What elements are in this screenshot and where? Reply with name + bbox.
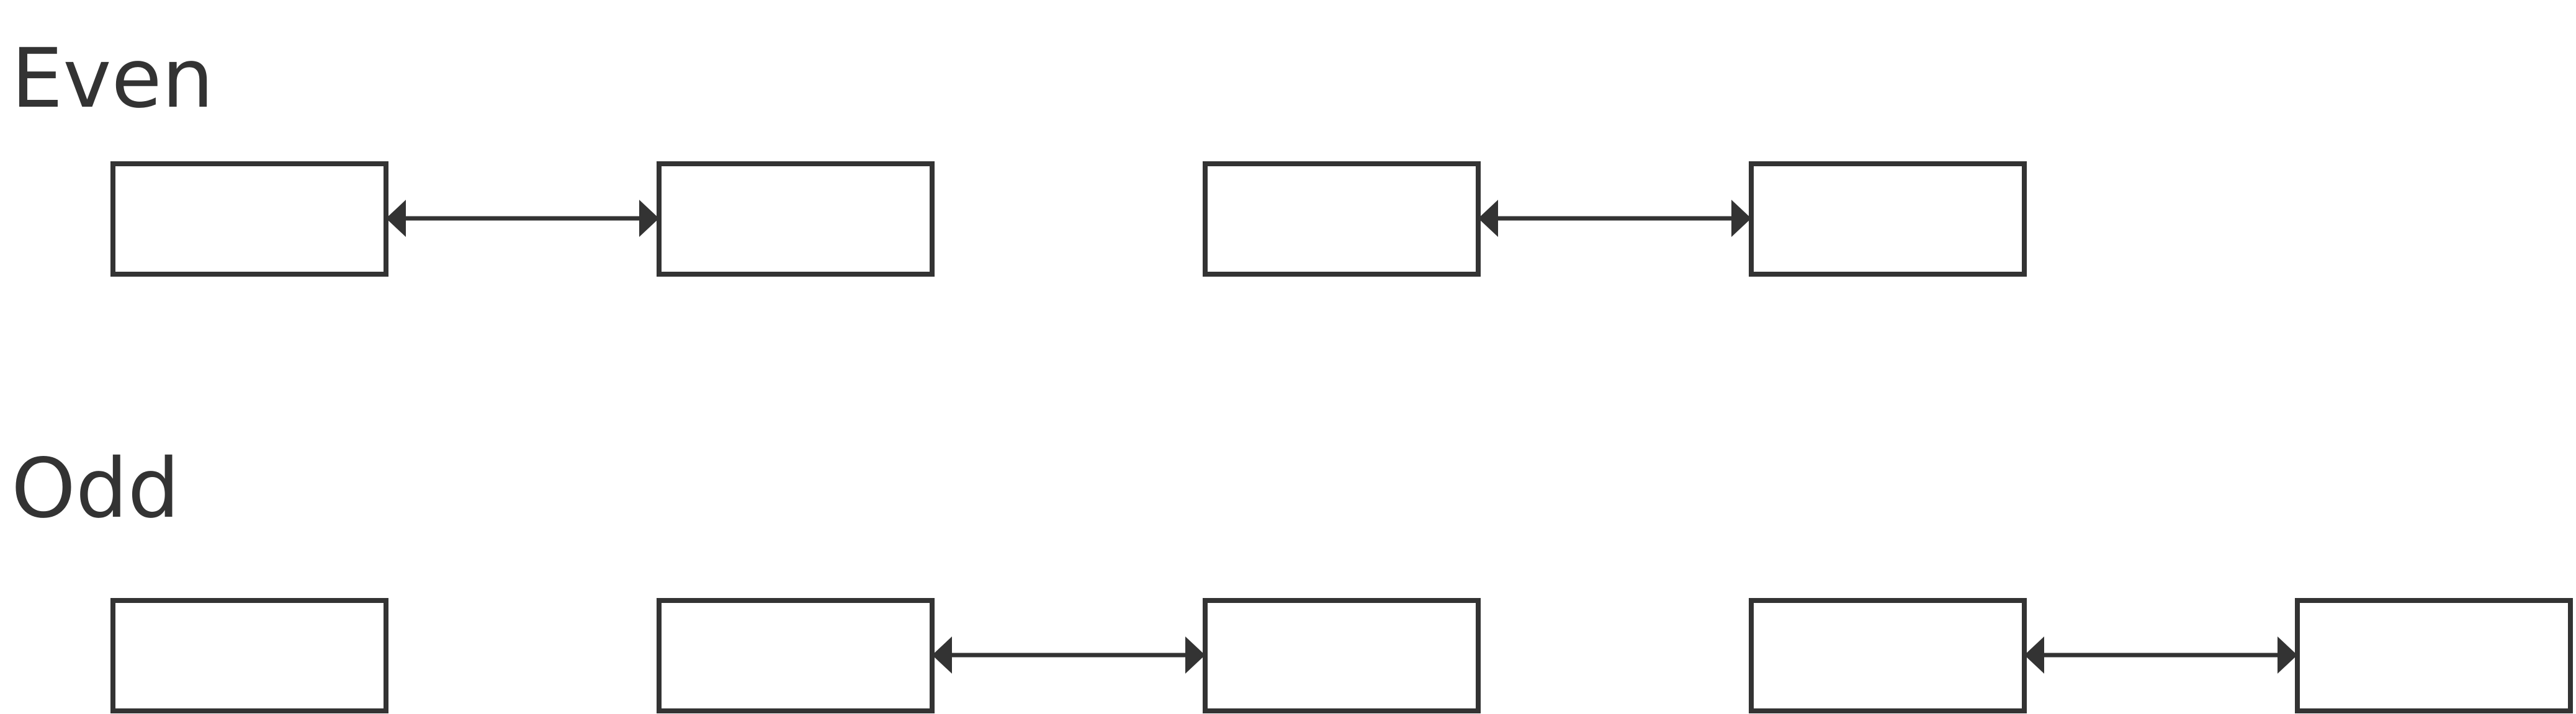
odd-box-3 [1203, 598, 1481, 713]
odd-box-1 [110, 598, 388, 713]
even-box-2 [657, 161, 935, 277]
odd-boxes [110, 598, 2573, 713]
even-boxes [110, 161, 2027, 277]
even-box-3 [1203, 161, 1481, 277]
section-title-odd: Odd [11, 441, 179, 537]
even-box-1 [110, 161, 388, 277]
odd-box-2 [657, 598, 935, 713]
odd-box-5 [2295, 598, 2573, 713]
section-title-even: Even [11, 31, 213, 127]
even-box-4 [1749, 161, 2027, 277]
odd-section: Odd [11, 441, 2573, 713]
odd-box-4 [1749, 598, 2027, 713]
even-section: Even [11, 31, 2027, 277]
